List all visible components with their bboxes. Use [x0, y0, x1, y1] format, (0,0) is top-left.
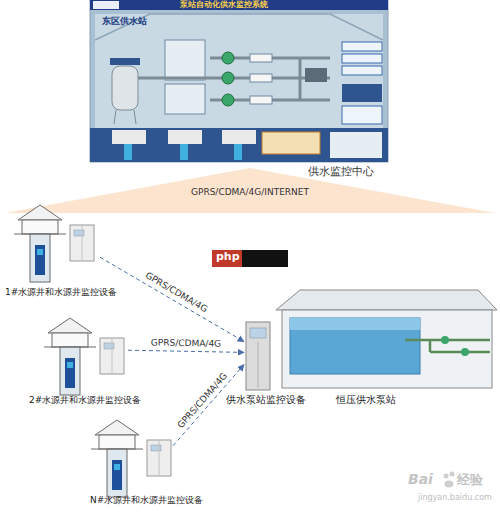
- well-label: 1#水源井和水源井监控设备: [5, 288, 117, 298]
- cabinet-door-line: [258, 342, 259, 388]
- station-name: 东区供水站: [102, 17, 147, 27]
- flow-meter: [305, 68, 327, 82]
- paw-mark: [445, 481, 454, 488]
- status-box: [342, 42, 382, 51]
- screen-well-icon: [222, 130, 256, 144]
- water-surface: [290, 318, 420, 330]
- pump-station-node: 恒压供水泵站: [278, 288, 496, 390]
- screen-well-icon: [168, 130, 202, 144]
- screen-well-icon: [112, 130, 146, 144]
- edge-label: GPRS/CDMA/4G: [176, 371, 230, 430]
- screen-well-icon: [124, 144, 132, 160]
- watermark: 经验: [457, 473, 483, 487]
- pump-symbol: [222, 52, 234, 64]
- cabinet-display: [250, 328, 266, 338]
- water-pool: [290, 318, 420, 374]
- screen-well-icon: [180, 144, 188, 160]
- php-watermark-box: [212, 250, 242, 267]
- network-fan: [5, 168, 495, 213]
- alarm-box: [262, 132, 320, 154]
- meter: [250, 54, 272, 62]
- tank-tag: [110, 58, 140, 65]
- pipe: [299, 58, 302, 100]
- center-label: 供水监控中心: [308, 166, 374, 178]
- screen-workspace: [95, 14, 383, 128]
- dashed-connector: [100, 257, 244, 341]
- pump-symbol: [222, 72, 234, 84]
- meter: [250, 74, 272, 82]
- pipe: [429, 340, 432, 352]
- cabinet-label: 供水泵站监控设备: [226, 394, 306, 405]
- parameter-panel: [165, 40, 205, 80]
- water-well-node: 1#水源井和水源井监控设备: [5, 205, 100, 300]
- paw-mark: [444, 474, 449, 479]
- well-illustration: [44, 318, 124, 395]
- screen-frame: [90, 0, 388, 162]
- paw-mark: [450, 472, 455, 477]
- screen-station-roof: [95, 14, 383, 40]
- edge-label: GPRS/CDMA/4G: [151, 339, 221, 350]
- monitor-center-screen: 泵站自动化供水监控系统东区供水站供水监控中心: [90, 0, 388, 162]
- station-roof: [276, 290, 497, 310]
- tank-leg: [134, 110, 136, 124]
- status-box: [342, 106, 382, 124]
- water-well-node: 2#水源井和水源井监控设备: [25, 318, 128, 410]
- well-illustration: [91, 420, 171, 497]
- station-label: 恒压供水泵站: [336, 394, 396, 405]
- php-watermark-box: [212, 250, 288, 267]
- status-box: [342, 54, 382, 63]
- water-well-node: N#水源井和水源井监控设备: [90, 420, 173, 512]
- station-wall: [282, 310, 492, 388]
- well-label: 2#水源井和水源井监控设备: [29, 396, 141, 406]
- screen-logo: [93, 1, 119, 9]
- tank-leg: [114, 110, 116, 124]
- dashed-connector: [173, 365, 244, 446]
- watermark: jingyan.baidu.com: [418, 494, 492, 503]
- station-cabinet: [246, 322, 270, 390]
- status-box: [342, 84, 382, 102]
- station-monitor-node: 供水泵站监控设备: [244, 320, 272, 392]
- valve-symbol: [461, 348, 469, 356]
- screen-title: 泵站自动化供水监控系统: [180, 1, 268, 10]
- watermark: php: [216, 251, 240, 263]
- pipe: [430, 351, 490, 354]
- screen-header: [90, 0, 388, 10]
- well-label: N#水源井和水源井监控设备: [90, 496, 203, 506]
- tank: [112, 66, 138, 110]
- network-label: GPRS/CDMA/4G/INTERNET: [191, 188, 309, 198]
- screen-well-strip: [90, 128, 388, 162]
- valve-symbol: [441, 336, 449, 344]
- edge-label: GPRS/CDMA/4G: [143, 271, 209, 315]
- legend-panel: [330, 132, 382, 158]
- parameter-panel: [165, 84, 205, 114]
- dashed-connector: [128, 350, 244, 352]
- well-illustration: [14, 205, 94, 282]
- watermark: Bai: [408, 472, 433, 487]
- status-box: [342, 66, 382, 75]
- meter: [250, 96, 272, 104]
- pump-symbol: [222, 94, 234, 106]
- screen-well-icon: [234, 144, 242, 160]
